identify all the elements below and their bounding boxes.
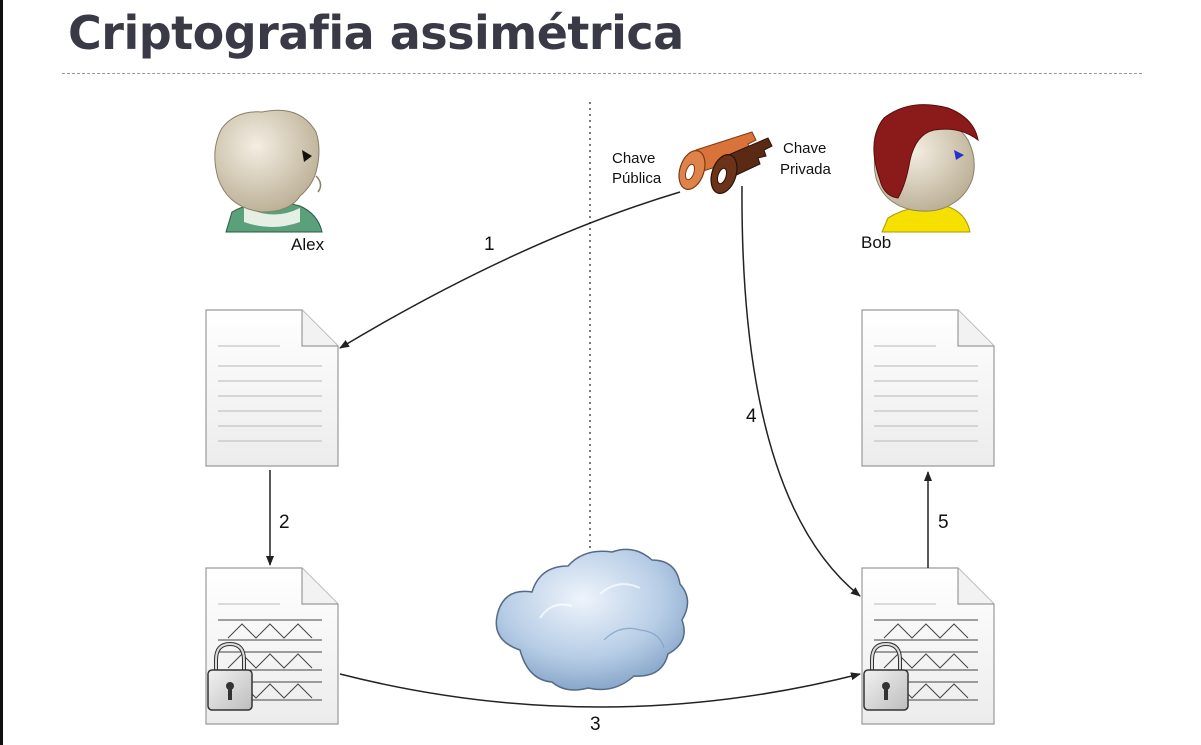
step-1-label: 1 xyxy=(484,234,495,255)
lock-icon xyxy=(863,641,909,711)
cloud-icon xyxy=(495,548,689,691)
bob-encrypted-document xyxy=(861,567,995,725)
private-key-label-line1: Chave xyxy=(783,140,826,157)
alex-encrypted-document xyxy=(205,567,339,725)
private-key-icon xyxy=(710,137,773,194)
bob-avatar xyxy=(873,104,979,233)
alex-plaintext-document xyxy=(205,309,339,467)
step-2-label: 2 xyxy=(279,512,290,533)
arrow-step-3 xyxy=(339,672,861,708)
page-title: Criptografia assimétrica xyxy=(68,6,684,60)
step-4-label: 4 xyxy=(746,406,757,427)
public-key-label-line1: Chave xyxy=(612,150,655,167)
public-key-label-line2: Pública xyxy=(612,170,662,187)
step-5-label: 5 xyxy=(938,512,949,533)
alex-label: Alex xyxy=(291,235,325,254)
bob-plaintext-document xyxy=(861,309,995,467)
arrow-step-4 xyxy=(741,185,861,597)
left-border xyxy=(0,0,3,745)
arrow-step-1 xyxy=(339,191,681,349)
bob-label: Bob xyxy=(861,233,891,252)
alex-avatar xyxy=(214,109,323,233)
step-3-label: 3 xyxy=(590,714,601,735)
private-key-label-line2: Privada xyxy=(780,161,832,178)
title-divider xyxy=(62,73,1142,74)
lock-icon xyxy=(207,641,253,711)
